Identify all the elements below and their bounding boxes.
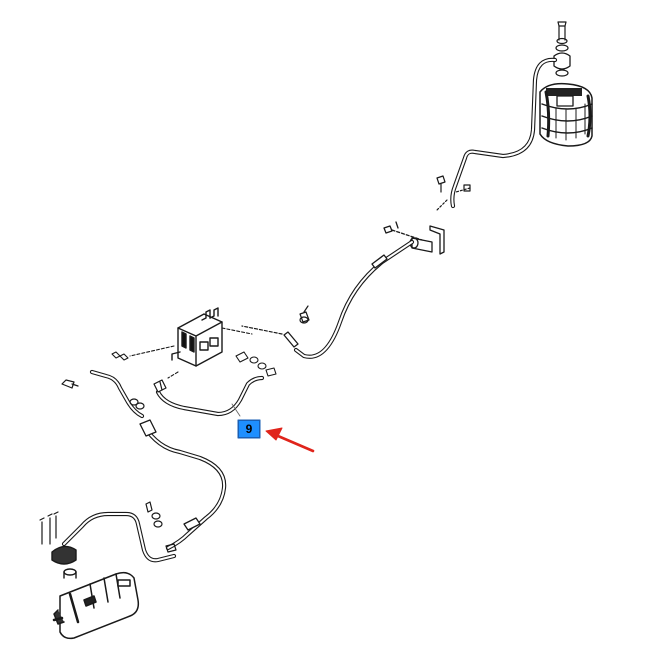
pump-icon [52, 571, 140, 640]
callout-label-9: 9 [238, 420, 260, 438]
hose-lower [141, 423, 227, 551]
valve-hardware [111, 327, 277, 379]
control-valve-icon [171, 307, 223, 367]
pump-flange [51, 545, 77, 579]
mounting-bracket [383, 221, 445, 255]
pump-fittings [39, 501, 177, 553]
hose-middle [293, 239, 415, 359]
hose-item-9 [155, 375, 265, 417]
fittings-center [241, 305, 310, 335]
hydraulic-motor-icon [539, 21, 593, 147]
callout-leader [231, 403, 241, 417]
clamp-bracket [436, 175, 471, 211]
arrow-icon [265, 427, 315, 453]
